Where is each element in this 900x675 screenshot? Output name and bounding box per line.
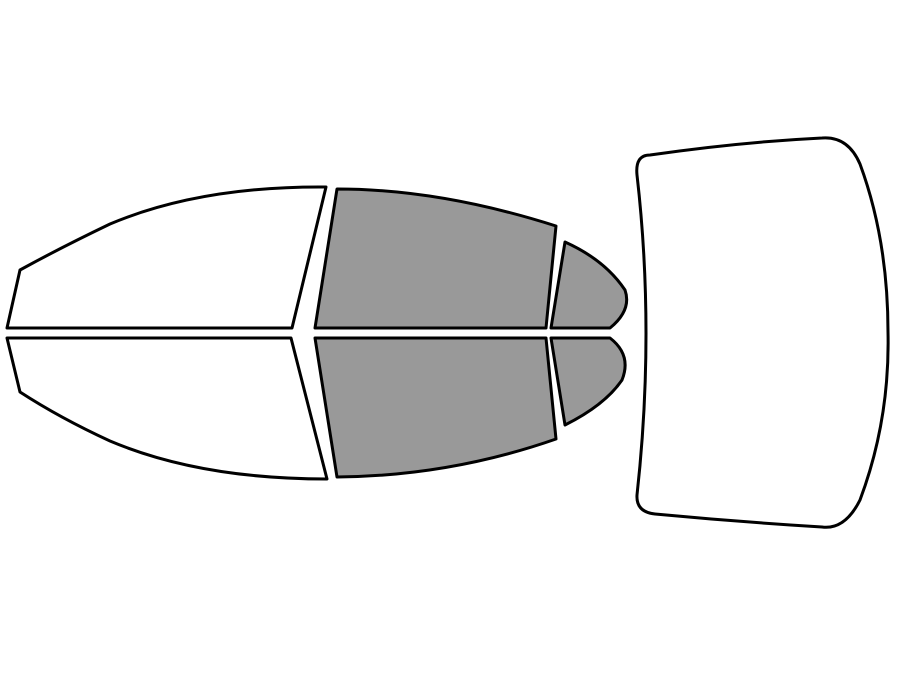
rear-quarter-bottom-window — [549, 336, 627, 427]
front-door-top-window — [5, 185, 328, 330]
rear-quarter-top-window — [549, 240, 629, 330]
rear-door-bottom-window — [313, 336, 558, 479]
rear-windshield — [635, 136, 890, 529]
front-door-bottom-window — [5, 336, 329, 481]
rear-door-top-window — [313, 187, 558, 330]
